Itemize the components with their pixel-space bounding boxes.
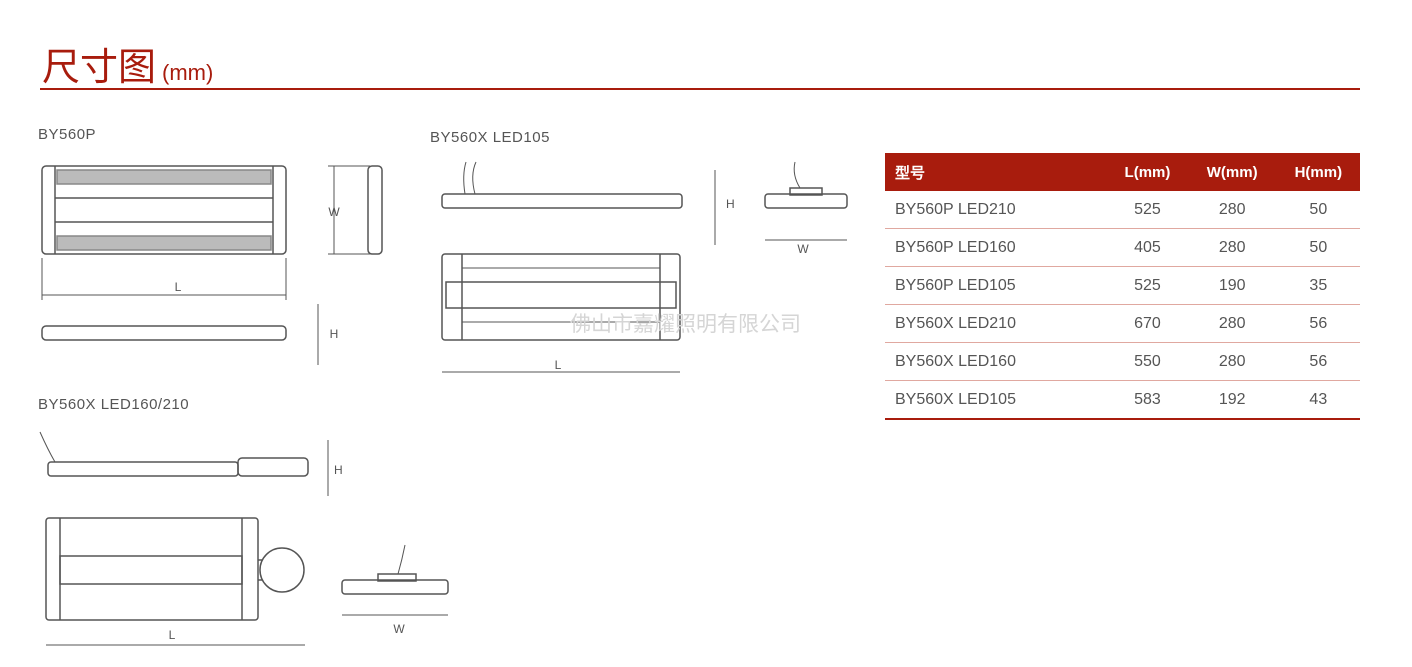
cell-l: 670 [1107, 304, 1188, 343]
label-by560x-105: BY560X LED105 [430, 129, 550, 146]
cell-h: 50 [1276, 228, 1360, 267]
label-by560x-160-210: BY560X LED160/210 [38, 396, 190, 413]
cell-h: 35 [1276, 266, 1360, 305]
cell-model: BY560X LED105 [885, 380, 1108, 420]
cell-l: 583 [1107, 380, 1188, 420]
drawing-by560x-105: H W L [441, 161, 848, 373]
dim-l: L [175, 280, 182, 294]
label-by560p: BY560P [38, 126, 97, 143]
drawing-by560p: W L H [41, 165, 383, 365]
table-header-row: 型号 L(mm) W(mm) H(mm) [885, 153, 1360, 191]
drawing-by560x-160-210: H L W [39, 431, 449, 646]
watermark: 佛山市嘉耀照明有限公司 [570, 312, 801, 336]
dim-w: W [393, 622, 405, 636]
cell-model: BY560X LED210 [885, 304, 1108, 343]
dim-h: H [330, 327, 339, 341]
title-text: 尺寸图 [42, 45, 157, 89]
header-l: L(mm) [1107, 153, 1188, 191]
cell-h: 56 [1276, 304, 1360, 343]
cell-model: BY560X LED160 [885, 342, 1108, 381]
cell-l: 525 [1107, 191, 1188, 229]
cell-h: 50 [1276, 191, 1360, 229]
header-model: 型号 [885, 153, 1108, 191]
dim-h: H [334, 463, 343, 477]
cell-l: 405 [1107, 228, 1188, 267]
cell-model: BY560P LED160 [885, 228, 1108, 267]
dim-w: W [328, 205, 340, 219]
page-title: 尺寸图(mm) [42, 36, 213, 91]
cell-w: 280 [1187, 228, 1277, 267]
cell-model: BY560P LED105 [885, 266, 1108, 305]
cell-l: 550 [1107, 342, 1188, 381]
header-w: W(mm) [1187, 153, 1277, 191]
cell-w: 192 [1187, 380, 1277, 420]
title-unit: (mm) [162, 60, 214, 85]
dim-l: L [555, 358, 562, 372]
cell-h: 43 [1276, 380, 1360, 420]
dim-l: L [169, 628, 176, 642]
cell-h: 56 [1276, 342, 1360, 381]
dim-h: H [726, 197, 735, 211]
cell-w: 280 [1187, 304, 1277, 343]
cell-l: 525 [1107, 266, 1188, 305]
cell-w: 280 [1187, 191, 1277, 229]
dim-w: W [797, 242, 809, 256]
cell-w: 190 [1187, 266, 1277, 305]
cell-w: 280 [1187, 342, 1277, 381]
title-divider [40, 88, 1360, 90]
header-h: H(mm) [1276, 153, 1360, 191]
cell-model: BY560P LED210 [885, 191, 1108, 229]
